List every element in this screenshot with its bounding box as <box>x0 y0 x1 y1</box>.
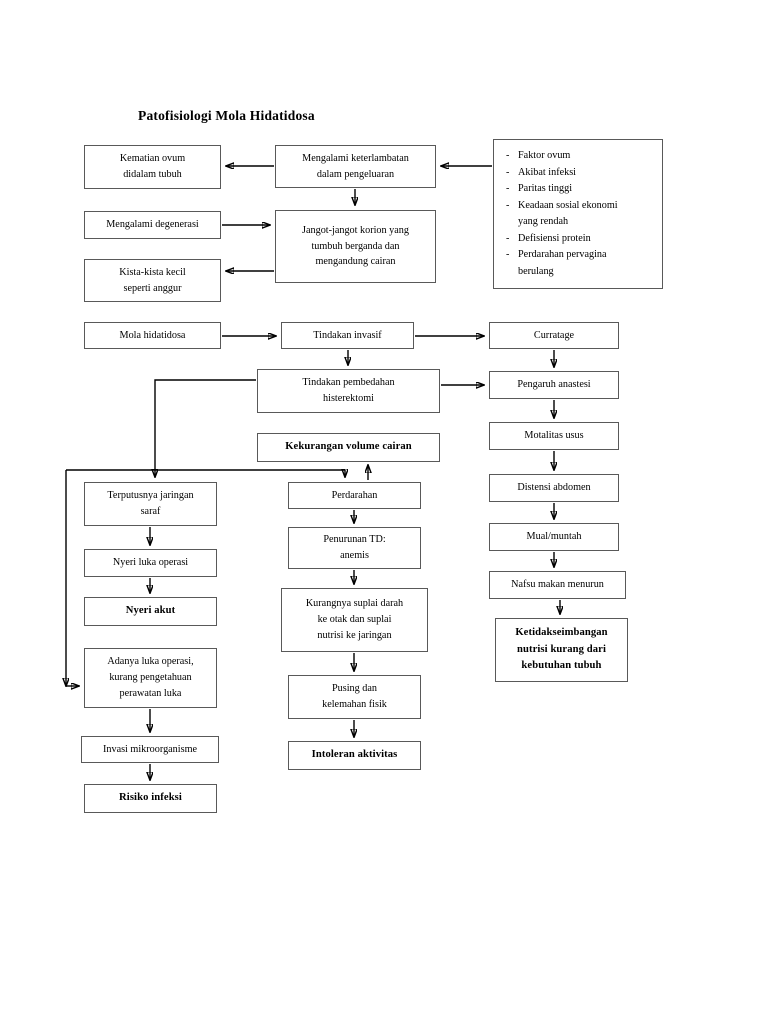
node-jangot-jangot-korion[interactable]: Jangot-jangot korion yang tumbuh bergand… <box>275 210 436 283</box>
node-label: Kekurangan volume cairan <box>285 441 412 453</box>
node-label: Ketidakseimbangan nutrisi kurang dari ke… <box>515 627 608 672</box>
node-distensi-abdomen[interactable]: Distensi abdomen <box>489 474 619 502</box>
node-mengalami-degenerasi[interactable]: Mengalami degenerasi <box>84 211 221 239</box>
node-label: Nyeri luka operasi <box>112 557 189 569</box>
node-label: Invasi mikroorganisme <box>102 743 198 755</box>
node-label: Penurunan TD: anemis <box>323 534 386 561</box>
node-penurunan-td-anemis[interactable]: Penurunan TD: anemis <box>288 527 421 569</box>
node-pengaruh-anastesi[interactable]: Pengaruh anastesi <box>489 371 619 399</box>
node-label: Kista-kista kecil seperti anggur <box>119 266 186 294</box>
node-curratage[interactable]: Curratage <box>489 322 619 349</box>
node-label: Tindakan pembedahan histerektomi <box>302 377 395 404</box>
node-kekurangan-volume-cairan[interactable]: Kekurangan volume cairan <box>257 433 440 462</box>
node-label: Mual/muntah <box>526 531 582 543</box>
node-label: Mengalami degenerasi <box>106 219 199 231</box>
node-pusing-kelemahan-fisik[interactable]: Pusing dan kelemahan fisik <box>288 675 421 719</box>
arrow-pembedahan-to-terputusnya <box>155 379 256 477</box>
node-label: Terputusnya jaringan saraf <box>107 490 194 517</box>
node-terputusnya-jaringan-saraf[interactable]: Terputusnya jaringan saraf <box>84 482 217 526</box>
node-label: Nafsu makan menurun <box>511 579 604 591</box>
node-nyeri-luka-operasi[interactable]: Nyeri luka operasi <box>84 549 217 577</box>
node-label: Curratage <box>533 329 575 341</box>
node-mual-muntah[interactable]: Mual/muntah <box>489 523 619 551</box>
node-label: Adanya luka operasi, kurang pengetahuan … <box>107 656 194 699</box>
node-label: Nyeri akut <box>125 605 176 617</box>
page-title: Patofisiologi Mola Hidatidosa <box>138 108 315 123</box>
node-label: Distensi abdomen <box>517 482 591 494</box>
node-label: Perdarahan <box>331 489 378 501</box>
node-label: Risiko infeksi <box>119 792 182 804</box>
node-label: Jangot-jangot korion yang tumbuh bergand… <box>302 224 409 268</box>
list-item: Keadaan sosial ekonomi yang rendah <box>504 198 656 231</box>
node-kematian-ovum[interactable]: Kematian ovum didalam tubuh <box>84 145 221 189</box>
node-kista-kista-kecil[interactable]: Kista-kista kecil seperti anggur <box>84 259 221 302</box>
node-adanya-luka-operasi[interactable]: Adanya luka operasi, kurang pengetahuan … <box>84 648 217 708</box>
list-item: Faktor ovum <box>504 148 656 165</box>
node-intoleran-aktivitas[interactable]: Intoleran aktivitas <box>288 741 421 770</box>
node-label: Mola hidatidosa <box>119 329 186 341</box>
node-nafsu-makan-menurun[interactable]: Nafsu makan menurun <box>489 571 626 599</box>
node-invasi-mikroorganisme[interactable]: Invasi mikroorganisme <box>81 736 219 763</box>
node-label: Tindakan invasif <box>313 329 382 341</box>
list-item: Paritas tinggi <box>504 181 656 198</box>
node-tindakan-invasif[interactable]: Tindakan invasif <box>281 322 414 349</box>
node-label: Pusing dan kelemahan fisik <box>322 683 387 710</box>
list-item: Defisiensi protein <box>504 231 656 248</box>
node-label: Motalitas usus <box>524 430 584 442</box>
etiology-list-box[interactable]: Faktor ovum Akibat infeksi Paritas tingg… <box>493 139 663 289</box>
node-tindakan-pembedahan[interactable]: Tindakan pembedahan histerektomi <box>257 369 440 413</box>
list-item: Akibat infeksi <box>504 165 656 182</box>
node-label: Kematian ovum didalam tubuh <box>119 153 186 180</box>
etiology-list: Faktor ovum Akibat infeksi Paritas tingg… <box>504 148 656 280</box>
node-motalitas-usus[interactable]: Motalitas usus <box>489 422 619 450</box>
node-kurangnya-suplai-darah[interactable]: Kurangnya suplai darah ke otak dan supla… <box>281 588 428 652</box>
list-item: Perdarahan pervagina berulang <box>504 247 656 280</box>
node-risiko-infeksi[interactable]: Risiko infeksi <box>84 784 217 813</box>
node-perdarahan[interactable]: Perdarahan <box>288 482 421 509</box>
node-label: Pengaruh anastesi <box>517 379 591 391</box>
node-mola-hidatidosa[interactable]: Mola hidatidosa <box>84 322 221 349</box>
node-label: Kurangnya suplai darah ke otak dan supla… <box>305 598 404 641</box>
node-nyeri-akut[interactable]: Nyeri akut <box>84 597 217 626</box>
node-label: Intoleran aktivitas <box>311 749 398 761</box>
node-mengalami-keterlambatan[interactable]: Mengalami keterlambatan dalam pengeluara… <box>275 145 436 188</box>
node-ketidakseimbangan-nutrisi[interactable]: Ketidakseimbangan nutrisi kurang dari ke… <box>495 618 628 682</box>
node-label: Mengalami keterlambatan dalam pengeluara… <box>302 152 409 180</box>
